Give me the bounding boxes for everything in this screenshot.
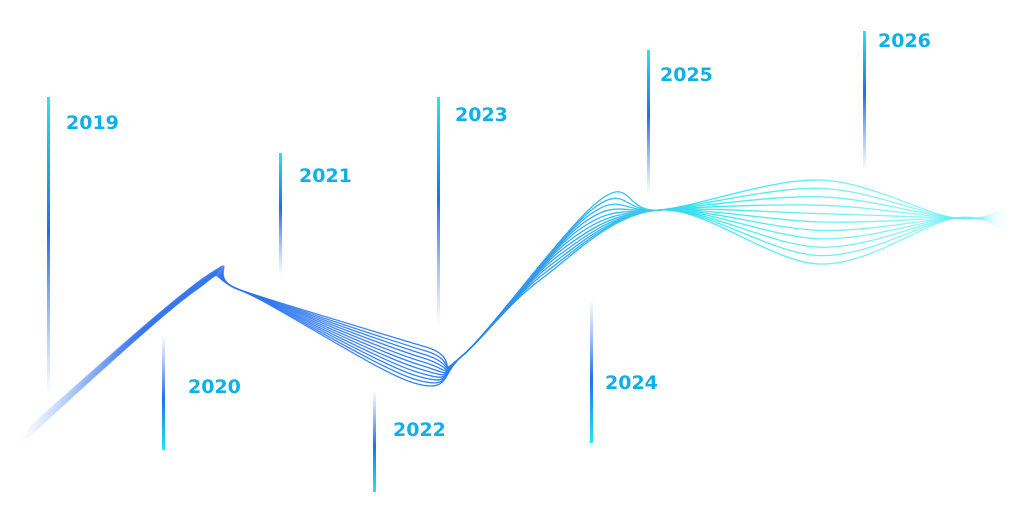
year-label-2026: 2026 — [878, 30, 931, 52]
marker-line-2026 — [863, 31, 866, 170]
marker-line-2025 — [647, 50, 650, 195]
wave-strand — [19, 208, 1011, 441]
wave-strand — [9, 209, 1011, 455]
year-label-2020: 2020 — [188, 376, 241, 398]
year-label-2024: 2024 — [605, 372, 658, 394]
wave-strand — [25, 196, 1011, 433]
marker-line-2021 — [279, 153, 282, 275]
marker-line-2023 — [437, 97, 440, 325]
year-label-2025: 2025 — [660, 64, 713, 86]
wave-strand — [23, 204, 1011, 435]
marker-line-2019 — [47, 97, 50, 395]
marker-line-2020 — [162, 335, 165, 450]
year-label-2022: 2022 — [393, 419, 446, 441]
marker-line-2022 — [373, 390, 376, 492]
wave-strand — [27, 187, 1011, 430]
year-label-2023: 2023 — [455, 104, 508, 126]
year-label-2021: 2021 — [299, 165, 352, 187]
marker-line-2024 — [590, 300, 593, 443]
year-label-2019: 2019 — [66, 112, 119, 134]
wave-strand — [15, 209, 1011, 447]
wave-strand — [17, 209, 1011, 444]
